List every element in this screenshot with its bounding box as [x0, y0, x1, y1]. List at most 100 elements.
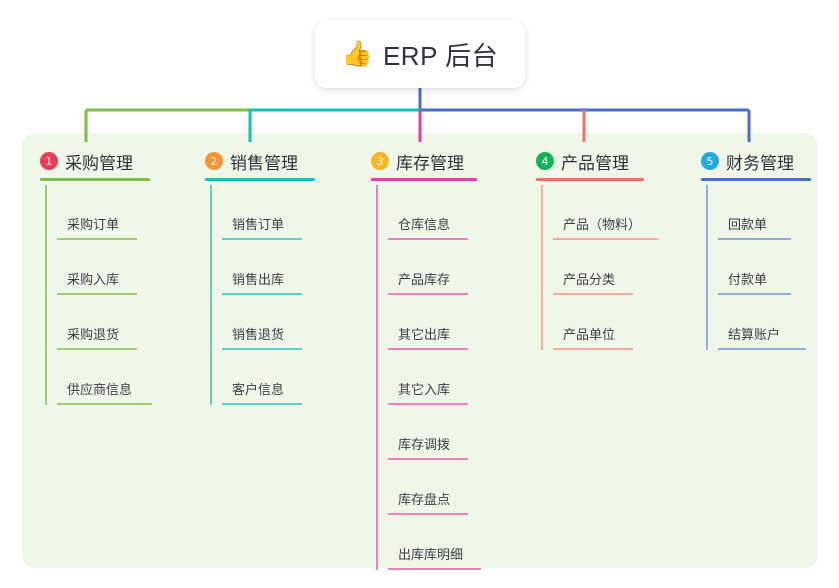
list-item-label: 结算账户: [728, 327, 781, 342]
leaf-underline: [388, 458, 468, 460]
list-item[interactable]: 其它出库: [371, 295, 521, 350]
leaf-underline: [222, 238, 302, 240]
branch-badge-1: 1: [40, 152, 58, 170]
branch-column-5: 5 财务管理 回款单 付款单 结算账户: [701, 148, 839, 350]
list-item-label: 采购退货: [67, 327, 120, 342]
list-item-label: 产品库存: [398, 272, 451, 287]
branch-badge-4: 4: [536, 152, 554, 170]
branch-header-5[interactable]: 5 财务管理: [701, 148, 839, 174]
branch-header-1[interactable]: 1 采购管理: [40, 148, 190, 174]
leaf-spine: [376, 350, 378, 405]
list-item-label: 采购订单: [67, 217, 120, 232]
branch-title-2: 销售管理: [230, 153, 298, 173]
leaf-underline: [222, 403, 302, 405]
leaf-spine: [376, 460, 378, 515]
list-item-label: 销售订单: [232, 217, 285, 232]
leaf-spine: [706, 240, 708, 295]
leaf-spine: [541, 295, 543, 350]
list-item[interactable]: 销售订单: [205, 185, 355, 240]
branch-title-4: 产品管理: [561, 153, 629, 173]
leaf-spine: [210, 350, 212, 405]
branch-items-3: 仓库信息 产品库存 其它出库 其它入库 库存调拨: [371, 185, 521, 570]
list-item[interactable]: 出库库明细: [371, 515, 521, 570]
branch-column-2: 2 销售管理 销售订单 销售出库 销售退货 客户信息: [205, 148, 355, 405]
leaf-spine: [376, 240, 378, 295]
thumbs-up-icon: 👍: [341, 39, 373, 68]
list-item[interactable]: 产品分类: [536, 240, 696, 295]
list-item-label: 回款单: [728, 217, 768, 232]
leaf-underline: [57, 238, 137, 240]
leaf-spine: [210, 240, 212, 295]
leaf-spine: [45, 295, 47, 350]
leaf-underline: [57, 403, 152, 405]
list-item-label: 销售出库: [232, 272, 285, 287]
list-item[interactable]: 结算账户: [701, 295, 839, 350]
leaf-underline: [222, 293, 302, 295]
list-item-label: 库存调拨: [398, 437, 451, 452]
leaf-underline: [388, 348, 468, 350]
leaf-underline: [718, 293, 791, 295]
leaf-spine: [376, 185, 378, 240]
leaf-underline: [57, 293, 137, 295]
list-item[interactable]: 产品单位: [536, 295, 696, 350]
list-item-label: 产品（物料）: [563, 217, 642, 232]
list-item[interactable]: 回款单: [701, 185, 839, 240]
list-item[interactable]: 客户信息: [205, 350, 355, 405]
leaf-underline: [222, 348, 302, 350]
leaf-spine: [541, 185, 543, 240]
branch-title-1: 采购管理: [65, 153, 133, 173]
leaf-spine: [376, 515, 378, 570]
list-item-label: 库存盘点: [398, 492, 451, 507]
leaf-spine: [45, 240, 47, 295]
list-item[interactable]: 仓库信息: [371, 185, 521, 240]
list-item-label: 产品单位: [563, 327, 616, 342]
leaf-spine: [706, 185, 708, 240]
branch-rule-4: [536, 178, 644, 181]
list-item[interactable]: 其它入库: [371, 350, 521, 405]
list-item[interactable]: 产品（物料）: [536, 185, 696, 240]
list-item[interactable]: 库存调拨: [371, 405, 521, 460]
list-item[interactable]: 付款单: [701, 240, 839, 295]
branch-rule-3: [371, 178, 477, 181]
leaf-spine: [210, 185, 212, 240]
list-item[interactable]: 采购订单: [40, 185, 190, 240]
branch-header-4[interactable]: 4 产品管理: [536, 148, 696, 174]
leaf-underline: [388, 513, 468, 515]
branch-column-3: 3 库存管理 仓库信息 产品库存 其它出库 其它入库: [371, 148, 521, 570]
leaf-spine: [541, 240, 543, 295]
leaf-underline: [553, 348, 633, 350]
leaf-spine: [376, 295, 378, 350]
list-item[interactable]: 供应商信息: [40, 350, 190, 405]
leaf-underline: [718, 348, 806, 350]
list-item-label: 其它入库: [398, 382, 451, 397]
branch-badge-3: 3: [371, 152, 389, 170]
list-item[interactable]: 销售出库: [205, 240, 355, 295]
branch-column-1: 1 采购管理 采购订单 采购入库 采购退货 供应商信息: [40, 148, 190, 405]
leaf-underline: [718, 238, 791, 240]
list-item[interactable]: 采购入库: [40, 240, 190, 295]
branch-header-3[interactable]: 3 库存管理: [371, 148, 521, 174]
branch-rule-5: [701, 178, 811, 181]
list-item[interactable]: 销售退货: [205, 295, 355, 350]
list-item-label: 客户信息: [232, 382, 285, 397]
leaf-underline: [553, 293, 633, 295]
list-item[interactable]: 采购退货: [40, 295, 190, 350]
leaf-spine: [210, 295, 212, 350]
branch-items-4: 产品（物料） 产品分类 产品单位: [536, 185, 696, 350]
branch-items-2: 销售订单 销售出库 销售退货 客户信息: [205, 185, 355, 405]
branch-rule-1: [40, 178, 150, 181]
list-item[interactable]: 库存盘点: [371, 460, 521, 515]
root-node[interactable]: 👍 ERP 后台: [315, 20, 525, 88]
list-item-label: 其它出库: [398, 327, 451, 342]
list-item[interactable]: 产品库存: [371, 240, 521, 295]
list-item-label: 销售退货: [232, 327, 285, 342]
branch-header-2[interactable]: 2 销售管理: [205, 148, 355, 174]
root-node-title: ERP 后台: [382, 40, 499, 71]
leaf-spine: [376, 405, 378, 460]
leaf-underline: [388, 238, 468, 240]
leaf-underline: [388, 568, 481, 570]
leaf-spine: [45, 185, 47, 240]
leaf-underline: [388, 293, 468, 295]
